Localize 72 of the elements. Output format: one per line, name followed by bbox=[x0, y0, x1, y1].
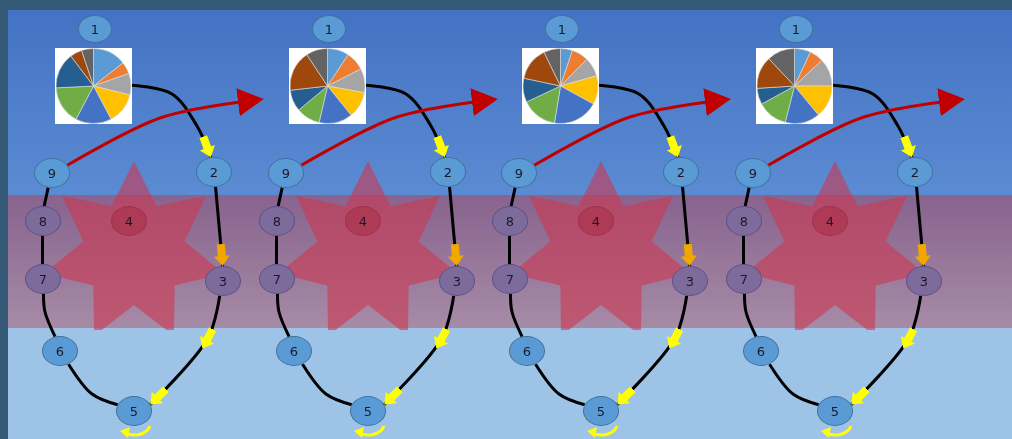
connector-line bbox=[301, 363, 353, 407]
node-number: 5 bbox=[129, 404, 139, 418]
connector-line bbox=[680, 186, 697, 267]
connector-line bbox=[598, 83, 682, 158]
node-number: 9 bbox=[281, 166, 291, 180]
connector-line bbox=[42, 293, 57, 338]
node-number: 8 bbox=[272, 214, 282, 228]
node-number: 6 bbox=[289, 344, 299, 358]
node-number: 7 bbox=[272, 272, 282, 286]
connector-line bbox=[67, 363, 119, 407]
node-number: 3 bbox=[218, 274, 228, 288]
node-number: 6 bbox=[522, 344, 532, 358]
node-number: 3 bbox=[919, 274, 929, 288]
connector-line bbox=[365, 83, 449, 158]
arrow bbox=[300, 88, 498, 167]
node-number: 4 bbox=[124, 214, 134, 228]
arrow bbox=[66, 88, 264, 167]
number-ellipse bbox=[111, 206, 147, 236]
connector-line bbox=[275, 236, 278, 264]
node-number: 6 bbox=[756, 344, 766, 358]
node-number: 9 bbox=[514, 166, 524, 180]
node-number: 1 bbox=[90, 22, 100, 36]
node-number: 8 bbox=[38, 214, 48, 228]
node-number: 9 bbox=[47, 166, 57, 180]
connector-line bbox=[768, 363, 820, 407]
number-ellipse bbox=[345, 206, 381, 236]
connector-line bbox=[534, 363, 586, 407]
node-number: 7 bbox=[505, 272, 515, 286]
connector-line bbox=[149, 295, 222, 406]
connector-line bbox=[850, 295, 923, 406]
node-number: 3 bbox=[452, 274, 462, 288]
connector-line bbox=[508, 236, 511, 264]
connector-line bbox=[42, 187, 50, 207]
connector-line bbox=[213, 186, 230, 267]
node-number: 8 bbox=[505, 214, 515, 228]
connector-line bbox=[742, 236, 745, 264]
number-ellipse bbox=[812, 206, 848, 236]
connector-line bbox=[616, 295, 689, 406]
connector-line bbox=[743, 187, 751, 207]
node-number: 4 bbox=[591, 214, 601, 228]
node-number: 3 bbox=[685, 274, 695, 288]
node-number: 8 bbox=[739, 214, 749, 228]
connector-line bbox=[743, 293, 758, 338]
connector-line bbox=[509, 187, 517, 207]
node-number: 2 bbox=[676, 165, 686, 179]
node-number: 1 bbox=[557, 22, 567, 36]
node-number: 4 bbox=[825, 214, 835, 228]
node-number: 9 bbox=[748, 166, 758, 180]
connector-line bbox=[276, 187, 284, 207]
connector-line bbox=[447, 186, 464, 267]
node-number: 6 bbox=[55, 344, 65, 358]
node-number: 4 bbox=[358, 214, 368, 228]
node-number: 5 bbox=[596, 404, 606, 418]
node-number: 1 bbox=[791, 22, 801, 36]
node-number: 2 bbox=[443, 165, 453, 179]
node-number: 2 bbox=[910, 165, 920, 179]
node-number: 5 bbox=[830, 404, 840, 418]
connector-line bbox=[832, 83, 916, 158]
connector-line bbox=[41, 236, 44, 264]
node-number: 1 bbox=[324, 22, 334, 36]
node-number: 7 bbox=[739, 272, 749, 286]
connector-line bbox=[276, 293, 291, 338]
arrow bbox=[767, 88, 965, 167]
connector-line bbox=[383, 295, 456, 406]
node-number: 2 bbox=[209, 165, 219, 179]
connector-line bbox=[131, 83, 215, 158]
arrow bbox=[533, 88, 731, 167]
connector-line bbox=[914, 186, 931, 267]
connector-line bbox=[509, 293, 524, 338]
node-number: 5 bbox=[363, 404, 373, 418]
node-number: 7 bbox=[38, 272, 48, 286]
number-ellipse bbox=[578, 206, 614, 236]
